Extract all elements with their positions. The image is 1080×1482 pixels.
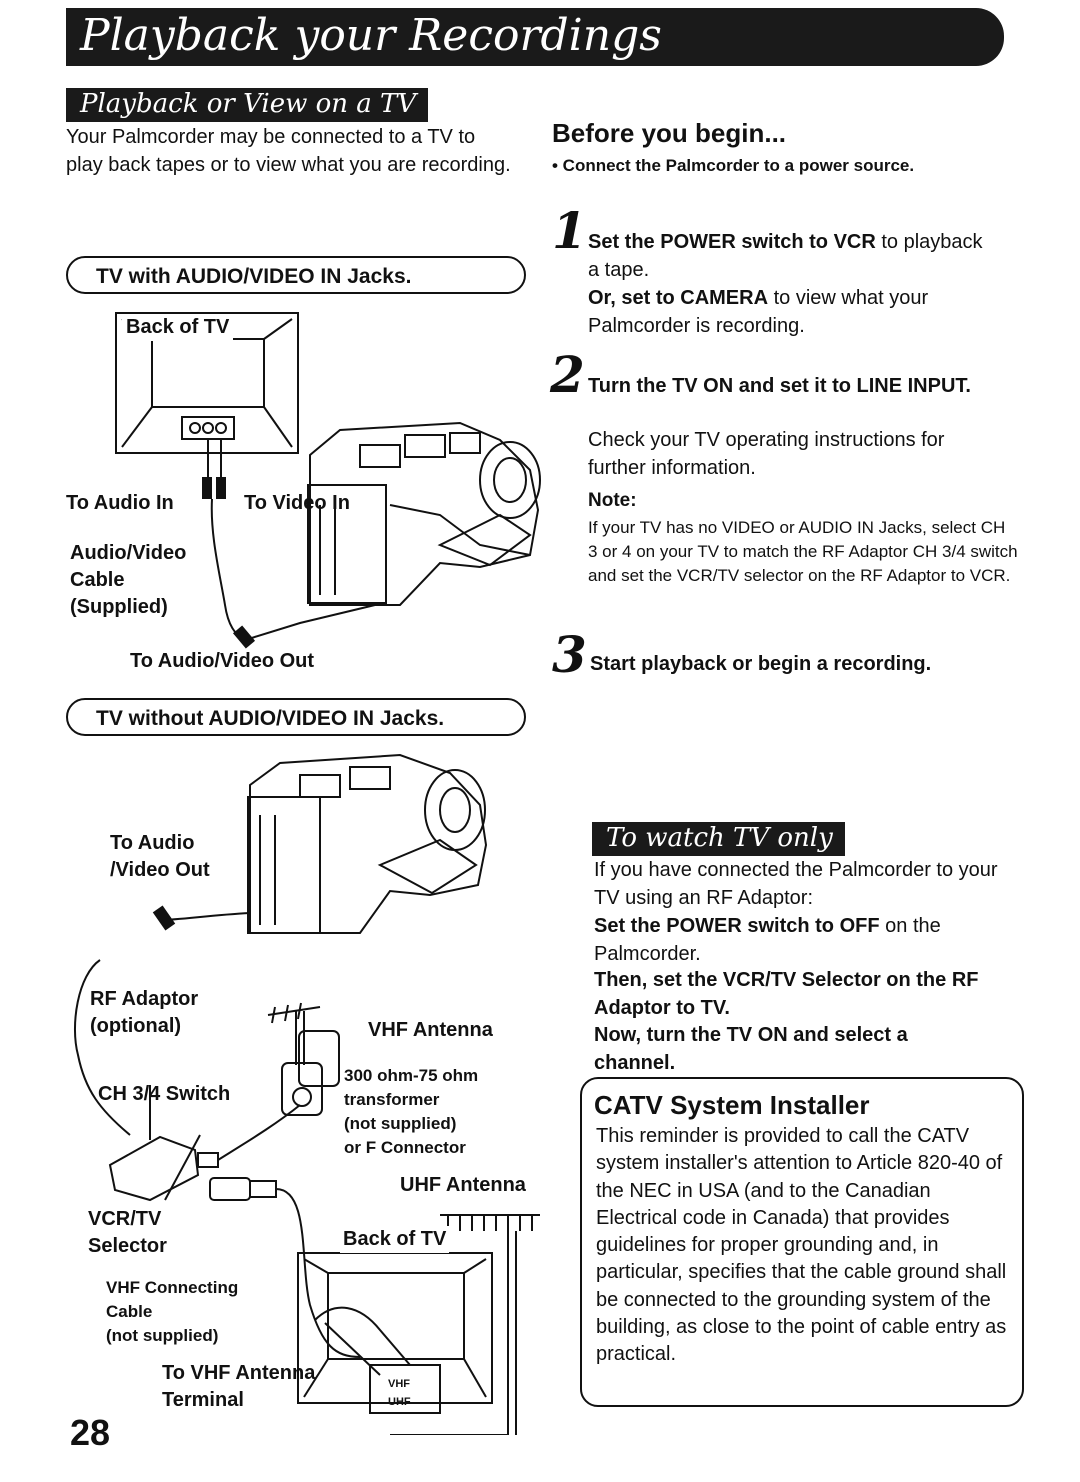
transformer-label-4: or F Connector [344, 1138, 466, 1157]
catv-box [580, 1077, 1024, 1407]
page-number: 28 [70, 1412, 111, 1453]
av-cable-label-3: (Supplied) [70, 596, 168, 618]
title-banner [66, 8, 1004, 66]
back-of-tv-label-2: Back of TV [340, 1226, 450, 1253]
step-1-text: Set the POWER switch to VCR to playback … [588, 231, 983, 337]
vhf-cable-illustration [209, 1177, 361, 1358]
to-audio-in-label: To Audio In [66, 492, 174, 514]
note-heading: Note: [588, 490, 637, 511]
catv-title: CATV System Installer [594, 1090, 870, 1120]
tv-without-av-diagram [73, 753, 540, 1435]
section-heading-watch-tv: To watch TV only [592, 822, 845, 856]
watch-tv-step-3: Now, turn the TV ON and select a channel… [594, 1024, 908, 1074]
to-audio-label-2: /Video Out [110, 859, 210, 881]
vhf-antenna-illustration [267, 1002, 321, 1065]
vcr-tv-selector-label-1: VCR/TV [88, 1208, 162, 1230]
section-heading-playback: Playback or View on a TV [66, 88, 429, 122]
to-audio-label-1: To Audio [110, 832, 195, 854]
av-cable-label-1: Audio/Video [70, 542, 187, 564]
before-you-begin-heading: Before you begin... [552, 118, 787, 148]
step-number-1: 1 [552, 201, 587, 260]
step-3-text: Start playback or begin a recording. [590, 653, 932, 675]
rf-cable-illustration [73, 905, 251, 1136]
av-cable-label-2: Cable [70, 569, 125, 591]
step-number-2: 2 [550, 345, 585, 404]
palmcorder-illustration [307, 421, 541, 606]
to-vhf-terminal-label-2: Terminal [162, 1389, 244, 1411]
ch-switch-label: CH 3/4 Switch [98, 1083, 231, 1105]
terminal-uhf-label: UHF [388, 1396, 411, 1408]
watch-tv-intro: If you have connected the Palmcorder to … [594, 859, 998, 909]
tv-with-av-title: TV with AUDIO/VIDEO IN Jacks. [66, 256, 526, 294]
transformer-label-2: transformer [344, 1090, 440, 1109]
terminal-vhf-label: VHF [388, 1378, 410, 1390]
transformer-label-3: (not supplied) [344, 1114, 457, 1133]
vhf-cable-label-2: Cable [106, 1302, 153, 1321]
step-2-heading: Turn the TV ON and set it to LINE INPUT. [588, 375, 971, 397]
rf-adaptor-label-2: (optional) [90, 1015, 182, 1037]
catv-text: This reminder is provided to call the CA… [596, 1125, 1007, 1366]
av-cable-illustration [202, 439, 376, 649]
watch-tv-step-2: Then, set the VCR/TV Selector on the RF … [594, 969, 979, 1019]
back-of-tv-label-1: Back of TV [122, 314, 234, 341]
vhf-antenna-label: VHF Antenna [368, 1019, 493, 1041]
transformer-label-1: 300 ohm-75 ohm [344, 1066, 479, 1085]
rf-adaptor-label-1: RF Adaptor [90, 988, 199, 1010]
to-video-in-label: To Video In [244, 492, 350, 514]
playback-intro: Your Palmcorder may be connected to a TV… [66, 126, 511, 176]
watch-tv-step-1: Set the POWER switch to OFF on the Palmc… [594, 915, 941, 965]
page-title: Playback your Recordings [80, 10, 662, 61]
transformer-illustration [281, 1030, 340, 1116]
vhf-cable-label-1: VHF Connecting [106, 1278, 239, 1297]
tv-back-illustration-2 [297, 1252, 493, 1414]
to-vhf-terminal-label-1: To VHF Antenna [162, 1362, 316, 1384]
before-bullet: • Connect the Palmcorder to a power sour… [552, 156, 915, 175]
to-av-out-label: To Audio/Video Out [130, 650, 315, 672]
rf-adaptor-illustration [108, 1085, 301, 1202]
note-text: If your TV has no VIDEO or AUDIO IN Jack… [588, 518, 1018, 585]
vhf-cable-label-3: (not supplied) [106, 1326, 219, 1345]
vcr-tv-selector-label-2: Selector [88, 1235, 167, 1257]
tv-without-av-title: TV without AUDIO/VIDEO IN Jacks. [66, 698, 526, 736]
step-2-text: Check your TV operating instructions for… [588, 429, 945, 479]
uhf-antenna-label: UHF Antenna [400, 1174, 526, 1196]
palmcorder-illustration-2 [247, 753, 488, 934]
step-number-3: 3 [552, 625, 587, 684]
